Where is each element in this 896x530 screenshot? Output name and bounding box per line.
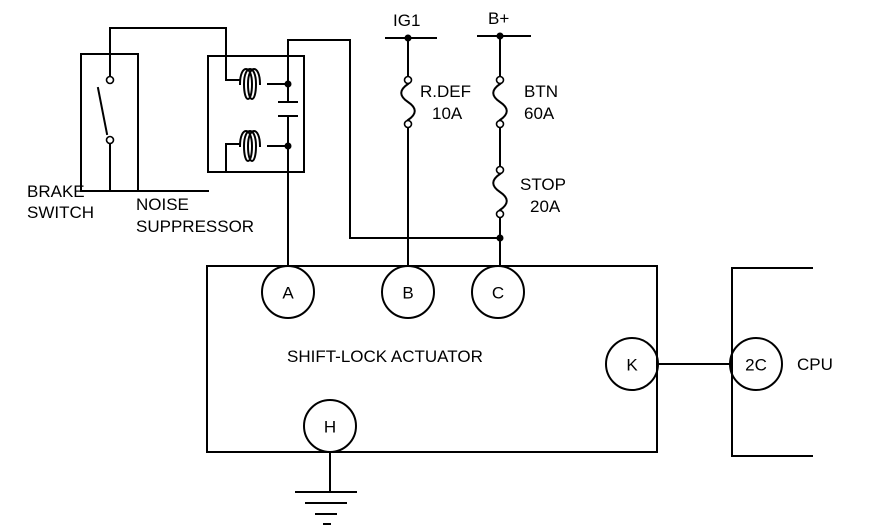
brake-switch bbox=[80, 53, 139, 192]
btn-fuse-rating: 60A bbox=[524, 104, 555, 123]
bplus-supply bbox=[477, 32, 531, 77]
ground-symbol bbox=[295, 451, 357, 525]
connector-cpu-2c-label: 2C bbox=[745, 356, 767, 375]
ig1-label: IG1 bbox=[393, 11, 420, 30]
connector-b: B bbox=[381, 265, 435, 319]
rdef-fuse-rating: 10A bbox=[432, 104, 463, 123]
connector-h-label: H bbox=[324, 418, 336, 437]
btn-fuse bbox=[492, 75, 508, 129]
connector-c-label: C bbox=[492, 284, 504, 303]
connector-k: K bbox=[605, 337, 659, 391]
stop-fuse bbox=[492, 165, 508, 219]
brake-to-suppressor-wires bbox=[109, 27, 227, 192]
noise-suppressor-label-line1: NOISE bbox=[136, 195, 189, 214]
connector-a: A bbox=[261, 265, 315, 319]
cpu-label: CPU bbox=[797, 355, 833, 374]
stop-fuse-name: STOP bbox=[520, 175, 566, 194]
suppressor-to-c-wire bbox=[287, 39, 501, 239]
cpu-box bbox=[731, 267, 813, 457]
brake-switch-label-line2: SWITCH bbox=[27, 203, 94, 222]
stop-fuse-rating: 20A bbox=[530, 197, 561, 216]
rdef-fuse bbox=[400, 75, 416, 129]
noise-suppressor bbox=[207, 55, 305, 173]
junction-dot bbox=[496, 234, 504, 242]
btn-fuse-name: BTN bbox=[524, 82, 558, 101]
connector-b-label: B bbox=[402, 284, 413, 303]
ig1-supply bbox=[385, 34, 437, 77]
connector-h: H bbox=[303, 399, 357, 453]
rdef-fuse-name: R.DEF bbox=[420, 82, 471, 101]
connector-a-label: A bbox=[282, 284, 294, 303]
bplus-label: B+ bbox=[488, 9, 509, 28]
brake-switch-label-line1: BRAKE bbox=[27, 182, 85, 201]
actuator-label: SHIFT-LOCK ACTUATOR bbox=[287, 347, 483, 366]
connector-c: C bbox=[471, 265, 525, 319]
connector-k-label: K bbox=[626, 356, 638, 375]
noise-suppressor-label-line2: SUPPRESSOR bbox=[136, 217, 254, 236]
connector-cpu-2c: 2C bbox=[729, 337, 783, 391]
